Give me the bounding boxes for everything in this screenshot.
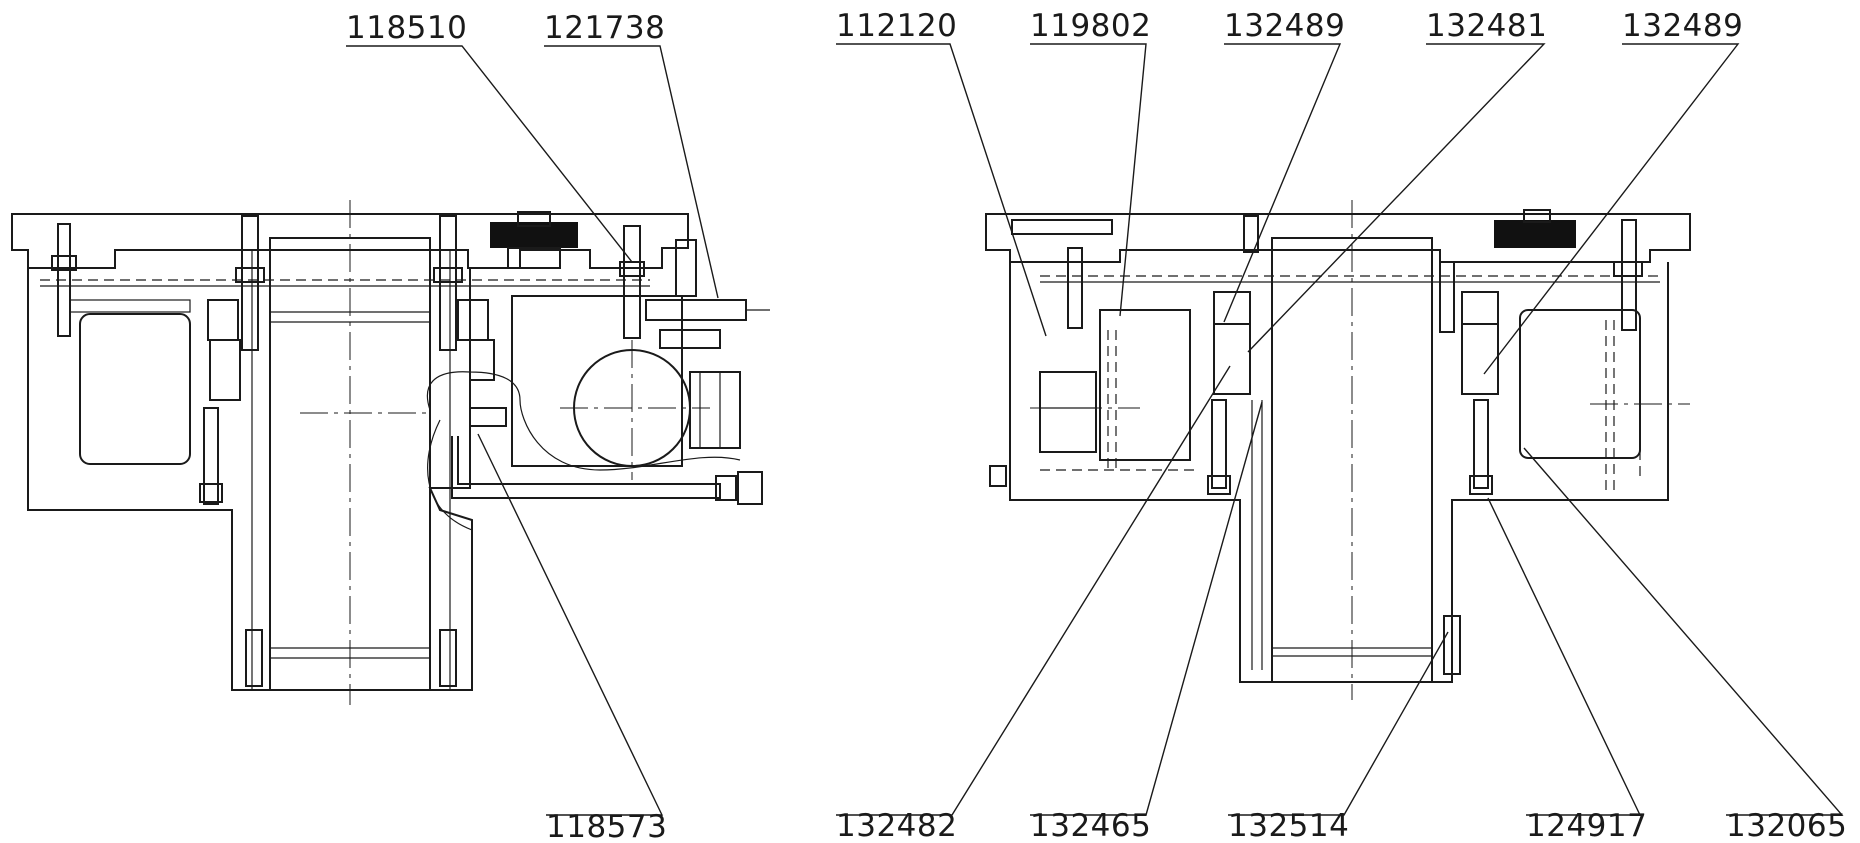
- left-return-pipe: [451, 436, 721, 499]
- part-label-132514: 132514: [1228, 808, 1349, 843]
- left-sensor-arm: [645, 299, 747, 321]
- part-label-119802: 119802: [1030, 8, 1151, 44]
- right-bolts: [1067, 215, 1643, 675]
- right-coupling-left-upper: [1213, 291, 1251, 325]
- part-label-132489-a: 132489: [1224, 8, 1345, 44]
- left-motor-block: [79, 313, 191, 465]
- right-housing-outline: [1009, 262, 1669, 683]
- right-knob: [1494, 220, 1576, 248]
- part-label-132482: 132482: [836, 808, 957, 843]
- right-motor-right: [1519, 309, 1641, 459]
- left-coupling-upper: [207, 299, 239, 341]
- left-drive-box: [511, 295, 683, 467]
- part-label-132065: 132065: [1726, 808, 1847, 843]
- part-label-121738: 121738: [544, 10, 665, 46]
- right-coupling-right-lower: [1461, 323, 1499, 395]
- left-assembly: [11, 200, 770, 705]
- part-label-132489-b: 132489: [1622, 8, 1743, 44]
- left-cutaway: [426, 371, 741, 471]
- left-bolts: [51, 215, 645, 687]
- part-label-124917: 124917: [1526, 808, 1647, 843]
- right-coupling-left-lower: [1213, 323, 1251, 395]
- part-label-132465: 132465: [1030, 808, 1151, 843]
- right-assembly: [985, 200, 1691, 700]
- part-label-112120: 112120: [836, 8, 957, 44]
- right-motor-left: [1099, 309, 1191, 461]
- part-labels: 118510 121738 118573 112120 119802 13248…: [346, 8, 1847, 843]
- part-label-118573: 118573: [546, 809, 667, 843]
- part-label-118510: 118510: [346, 10, 467, 46]
- part-label-132481: 132481: [1426, 8, 1547, 44]
- right-top-flange: [985, 213, 1691, 263]
- left-coupling-lower: [209, 339, 241, 401]
- left-housing-outline: [27, 268, 473, 691]
- leader-lines: [346, 43, 1844, 816]
- right-coupling-right-upper: [1461, 291, 1499, 325]
